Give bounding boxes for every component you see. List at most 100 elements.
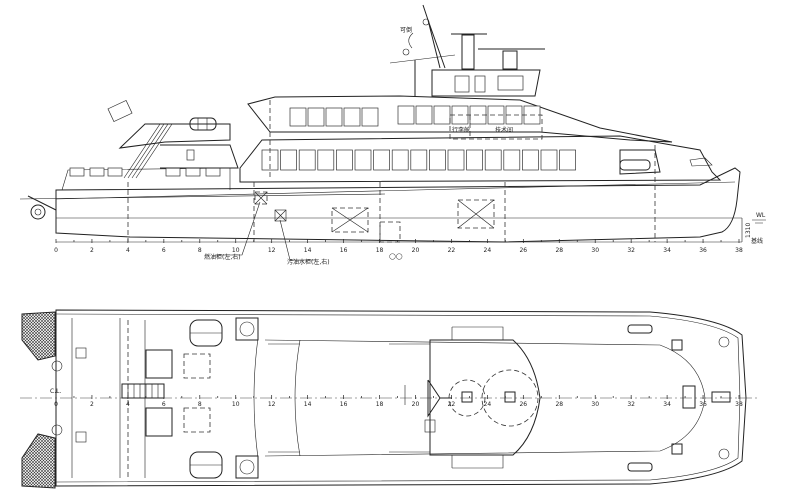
window	[559, 149, 576, 171]
leader-line	[215, 201, 261, 256]
frame-number-label: 16	[340, 401, 348, 408]
frame-number-label: 4	[126, 401, 130, 408]
wheelhouse-plan	[429, 339, 541, 456]
window	[317, 149, 335, 171]
frame-number-label: 12	[268, 247, 276, 254]
window	[307, 107, 325, 127]
mast-icon	[389, 4, 456, 97]
window	[522, 149, 539, 171]
frame-number-label: 14	[304, 247, 312, 254]
hull-outline	[55, 167, 741, 243]
bollard-icon	[51, 347, 87, 443]
window	[289, 107, 307, 127]
centerline-label: C.L.	[50, 388, 61, 395]
frame-number-label: 16	[340, 247, 348, 254]
liferaft-icon	[189, 319, 223, 479]
frame-number-label: 20	[412, 247, 420, 254]
anchor-symbol: ◯◯	[389, 253, 403, 260]
window	[373, 149, 390, 171]
window	[540, 149, 558, 171]
frame-number-label: 6	[162, 247, 166, 254]
waterline-label: WL	[756, 212, 766, 219]
frame-number-label: 0	[54, 401, 58, 408]
liferaft-icon	[189, 117, 217, 131]
deck-outline	[55, 309, 747, 487]
frame-number-label: 24	[484, 401, 492, 408]
radar-antenna-icon	[451, 33, 545, 70]
frame-number-label: 2	[90, 401, 94, 408]
tank-outlines	[254, 191, 495, 243]
main-deck-windows	[261, 149, 576, 171]
frame-number-label: 10	[232, 401, 240, 408]
stair-icon	[121, 383, 165, 399]
window	[343, 107, 361, 127]
main-deck-cabin	[239, 135, 722, 183]
stern-net	[21, 433, 56, 489]
window	[298, 149, 316, 171]
plan-view: C.L.	[20, 309, 760, 489]
profile-view: 可倒 行李舱 技术间 燃油柜(左,右) 污油水柜(左,右) ◯◯ WL 1310…	[19, 4, 766, 266]
window	[280, 149, 297, 171]
frame-number-label: 38	[735, 401, 743, 408]
flag-icon	[107, 99, 133, 123]
stern-net	[21, 311, 56, 361]
window	[466, 149, 483, 171]
frame-number-label: 8	[198, 247, 202, 254]
bow-equipment	[627, 324, 731, 472]
window	[433, 105, 451, 125]
window	[336, 149, 353, 171]
frame-number-label: 18	[376, 401, 384, 408]
frame-number-label: 38	[735, 247, 743, 254]
window	[447, 149, 465, 171]
frame-number-label: 26	[519, 247, 527, 254]
frame-number-label: 36	[699, 247, 707, 254]
seat-blocks	[145, 349, 211, 437]
frame-number-label: 12	[268, 401, 276, 408]
frame-number-label: 18	[376, 247, 384, 254]
frame-number-label: 36	[699, 401, 707, 408]
frame-number-label: 6	[162, 401, 166, 408]
frame-number-label: 28	[555, 401, 563, 408]
window	[429, 149, 446, 171]
frame-number-label: 30	[591, 401, 599, 408]
window	[361, 107, 379, 127]
leader-line	[279, 219, 318, 261]
frame-number-label: 32	[627, 247, 635, 254]
window	[415, 105, 433, 125]
window	[487, 105, 505, 125]
frame-number-label: 22	[448, 247, 456, 254]
frame-number-label: 8	[198, 401, 202, 408]
draft-dimension: 1310	[745, 223, 752, 238]
frame-number-label: 0	[54, 247, 58, 254]
window	[484, 149, 502, 171]
upper-deck-cabin	[247, 95, 673, 143]
baseline-label: 基线	[751, 237, 763, 245]
frame-number-label: 4	[126, 247, 130, 254]
window	[397, 105, 415, 125]
frame-number-label: 24	[484, 247, 492, 254]
window	[391, 149, 409, 171]
window	[410, 149, 428, 171]
foldable-mast-label: 可倒	[400, 26, 412, 34]
frame-number-label: 30	[591, 247, 599, 254]
frame-number-label: 14	[304, 401, 312, 408]
room-outline	[449, 114, 543, 140]
frame-number-label: 26	[519, 401, 527, 408]
luggage-room-label: 行李舱	[452, 126, 470, 134]
frame-number-label: 32	[627, 401, 635, 408]
fuel-tank-label: 燃油柜(左,右)	[204, 253, 241, 261]
wheelhouse	[431, 69, 541, 97]
frame-number-label: 2	[90, 247, 94, 254]
upper-deck-windows	[289, 105, 541, 127]
liferaft-icon	[619, 159, 651, 171]
window	[503, 149, 521, 171]
window	[325, 107, 343, 127]
sewage-tank-label: 污油水柜(左,右)	[287, 258, 330, 266]
sheer-line	[55, 181, 736, 200]
frame-number-label: 34	[663, 401, 671, 408]
window	[354, 149, 372, 171]
radar-sweep	[481, 369, 539, 427]
